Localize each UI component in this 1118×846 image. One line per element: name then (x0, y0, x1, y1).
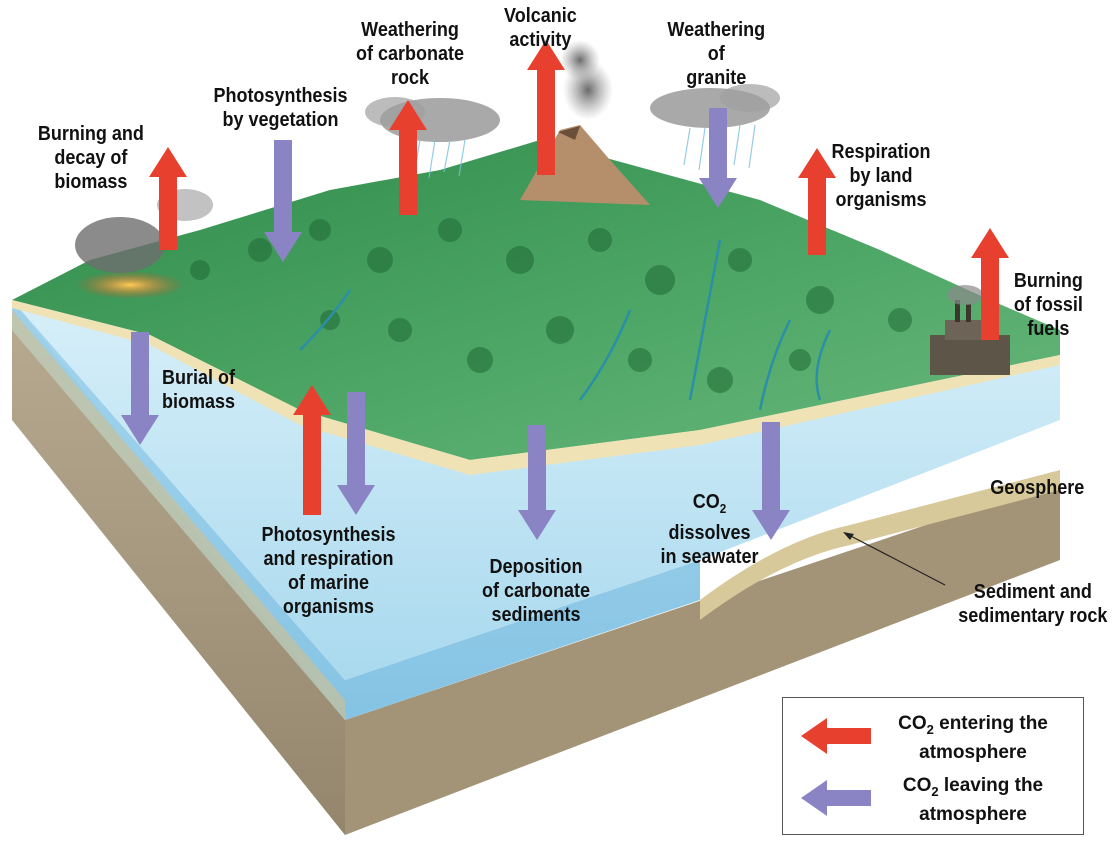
arrow-marine-up (293, 385, 331, 515)
legend: CO2 entering the atmosphere CO2 leaving … (782, 697, 1084, 835)
arrow-volcanic (527, 40, 565, 175)
arrow-respiration-land (798, 148, 836, 255)
fire (75, 271, 185, 299)
arrow-burning-biomass (149, 147, 187, 250)
sediment-layer (700, 470, 1060, 620)
front-rock-wall (345, 480, 1060, 835)
legend-purple-arrow-icon (801, 780, 871, 816)
sand-band (12, 310, 345, 720)
arrow-burning-fossil (971, 228, 1009, 340)
forest-texture (190, 218, 912, 393)
flux-arrows (121, 40, 1009, 540)
arrow-marine-down (337, 392, 375, 515)
factory (930, 285, 1010, 375)
biomass-smoke (75, 217, 165, 273)
legend-leaving: CO2 leaving the atmosphere (783, 768, 1083, 828)
arrow-co2-dissolves (752, 422, 790, 540)
arrow-deposition (518, 425, 556, 540)
left-rock-wall (12, 300, 345, 835)
arrow-burial-biomass (121, 332, 159, 445)
arrow-photosynthesis-veg (264, 140, 302, 262)
rivers (299, 239, 832, 411)
label-geosphere: Geosphere (990, 477, 1085, 499)
cloud-carbonate (365, 97, 500, 142)
arrow-weathering-granite (699, 108, 737, 208)
arrow-weathering-carbonate (389, 100, 427, 215)
sediment-pointer-line (844, 532, 946, 586)
legend-entering: CO2 entering the atmosphere (783, 706, 1083, 766)
legend-red-arrow-icon (801, 718, 871, 754)
